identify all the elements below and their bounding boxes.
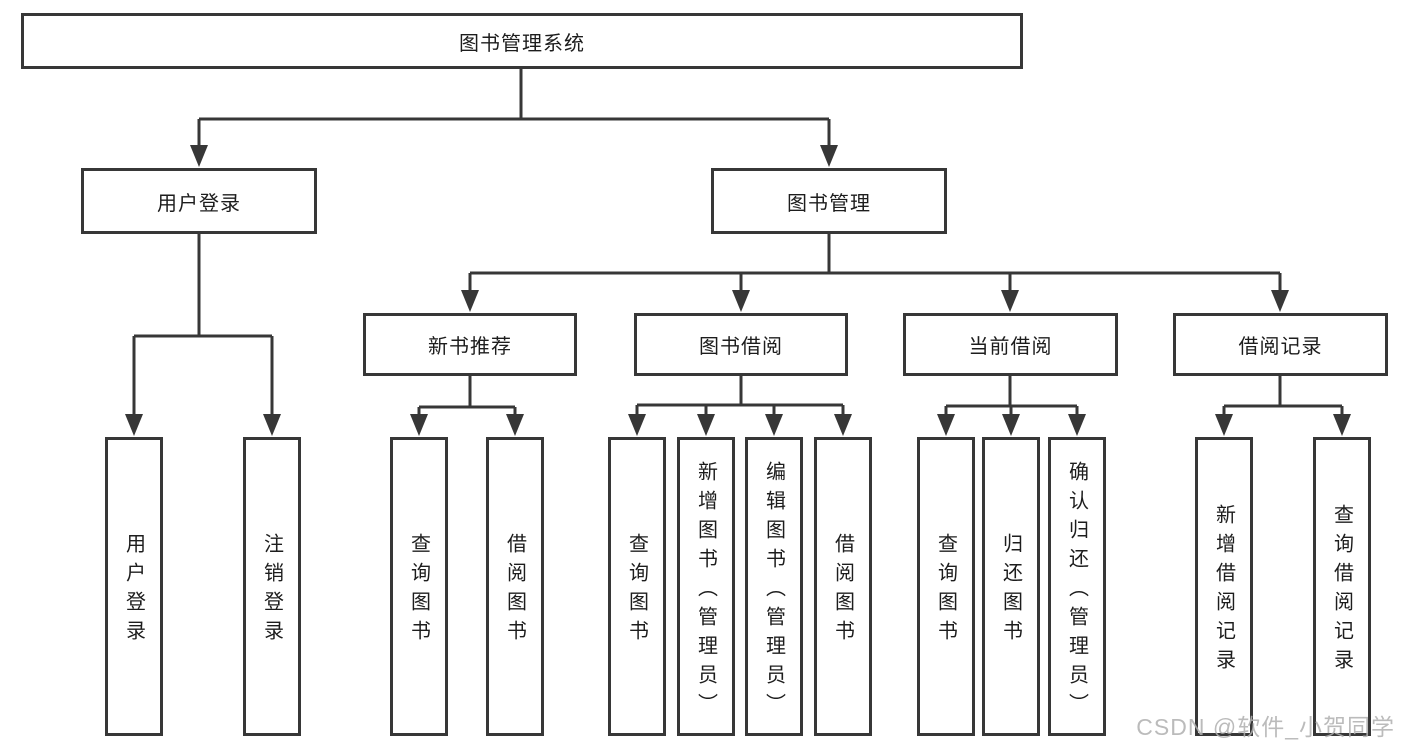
leaf-edit-book-admin: 编辑图书（管理员） xyxy=(745,437,803,736)
leaf-confirm-return-admin: 确认归还（管理员） xyxy=(1048,437,1106,736)
arrowhead-icon xyxy=(1001,290,1019,312)
node-label: 新书推荐 xyxy=(428,336,512,358)
connector-book-borrow-fork xyxy=(635,376,845,418)
leaf-logout: 注销登录 xyxy=(243,437,301,736)
connector-current-borrow-fork xyxy=(944,376,1079,418)
node-label: 查询图书 xyxy=(407,533,430,649)
node-label: 查询借阅记录 xyxy=(1330,504,1353,678)
arrowhead-icon xyxy=(190,145,208,167)
leaf-return-book: 归还图书 xyxy=(982,437,1040,736)
node-label: 新增图书（管理员） xyxy=(694,460,717,722)
arrowhead-icon xyxy=(937,414,955,436)
arrowhead-icon xyxy=(125,414,143,436)
node-borrow-record: 借阅记录 xyxy=(1173,313,1388,376)
node-current-borrow: 当前借阅 xyxy=(903,313,1118,376)
node-label: 用户登录 xyxy=(157,192,241,215)
leaf-query-book-recommend: 查询图书 xyxy=(390,437,448,736)
arrowhead-icon xyxy=(461,290,479,312)
connector-book-mgmt-fork xyxy=(468,234,1282,295)
node-label: 查询图书 xyxy=(625,533,648,649)
arrowhead-icon xyxy=(820,145,838,167)
arrowhead-icon xyxy=(410,414,428,436)
node-label: 图书管理 xyxy=(787,192,871,215)
arrowhead-icon xyxy=(834,414,852,436)
connector-user-login-fork xyxy=(132,234,274,418)
leaf-add-book-admin: 新增图书（管理员） xyxy=(677,437,735,736)
leaf-add-borrow-record: 新增借阅记录 xyxy=(1195,437,1253,736)
leaf-query-book-borrow: 查询图书 xyxy=(608,437,666,736)
connector-root-fork xyxy=(197,69,831,150)
connector-new-book-fork xyxy=(417,376,517,418)
node-label: 图书借阅 xyxy=(699,336,783,358)
leaf-query-book-current: 查询图书 xyxy=(917,437,975,736)
node-book-management: 图书管理 xyxy=(711,168,947,234)
arrowhead-icon xyxy=(263,414,281,436)
node-label: 借阅记录 xyxy=(1238,336,1323,358)
node-label: 借阅图书 xyxy=(831,533,854,649)
node-label: 查询图书 xyxy=(934,533,957,649)
arrowhead-icon xyxy=(628,414,646,436)
leaf-borrow-book: 借阅图书 xyxy=(814,437,872,736)
node-label: 当前借阅 xyxy=(968,336,1053,358)
leaf-query-borrow-record: 查询借阅记录 xyxy=(1313,437,1371,736)
node-label: 借阅图书 xyxy=(503,533,526,649)
node-label: 用户登录 xyxy=(122,533,145,649)
node-label: 编辑图书（管理员） xyxy=(762,460,785,722)
arrowhead-icon xyxy=(697,414,715,436)
arrowhead-icon xyxy=(1215,414,1233,436)
node-user-login: 用户登录 xyxy=(81,168,317,234)
node-root-system: 图书管理系统 xyxy=(21,13,1023,69)
leaf-user-login: 用户登录 xyxy=(105,437,163,736)
arrowhead-icon xyxy=(1002,414,1020,436)
node-new-book-recommend: 新书推荐 xyxy=(363,313,577,376)
node-label: 新增借阅记录 xyxy=(1212,504,1235,678)
arrowhead-icon xyxy=(732,290,750,312)
arrowhead-icon xyxy=(1271,290,1289,312)
leaf-borrow-book-recommend: 借阅图书 xyxy=(486,437,544,736)
node-label: 确认归还（管理员） xyxy=(1065,460,1088,722)
node-label: 归还图书 xyxy=(999,533,1022,649)
arrowhead-icon xyxy=(765,414,783,436)
node-book-borrow: 图书借阅 xyxy=(634,313,848,376)
node-label: 图书管理系统 xyxy=(459,32,585,55)
arrowhead-icon xyxy=(506,414,524,436)
connector-borrow-record-fork xyxy=(1222,376,1344,418)
watermark: CSDN @软件_小贺同学 xyxy=(1136,714,1395,740)
arrowhead-icon xyxy=(1333,414,1351,436)
node-label: 注销登录 xyxy=(260,533,283,649)
arrowhead-icon xyxy=(1068,414,1086,436)
